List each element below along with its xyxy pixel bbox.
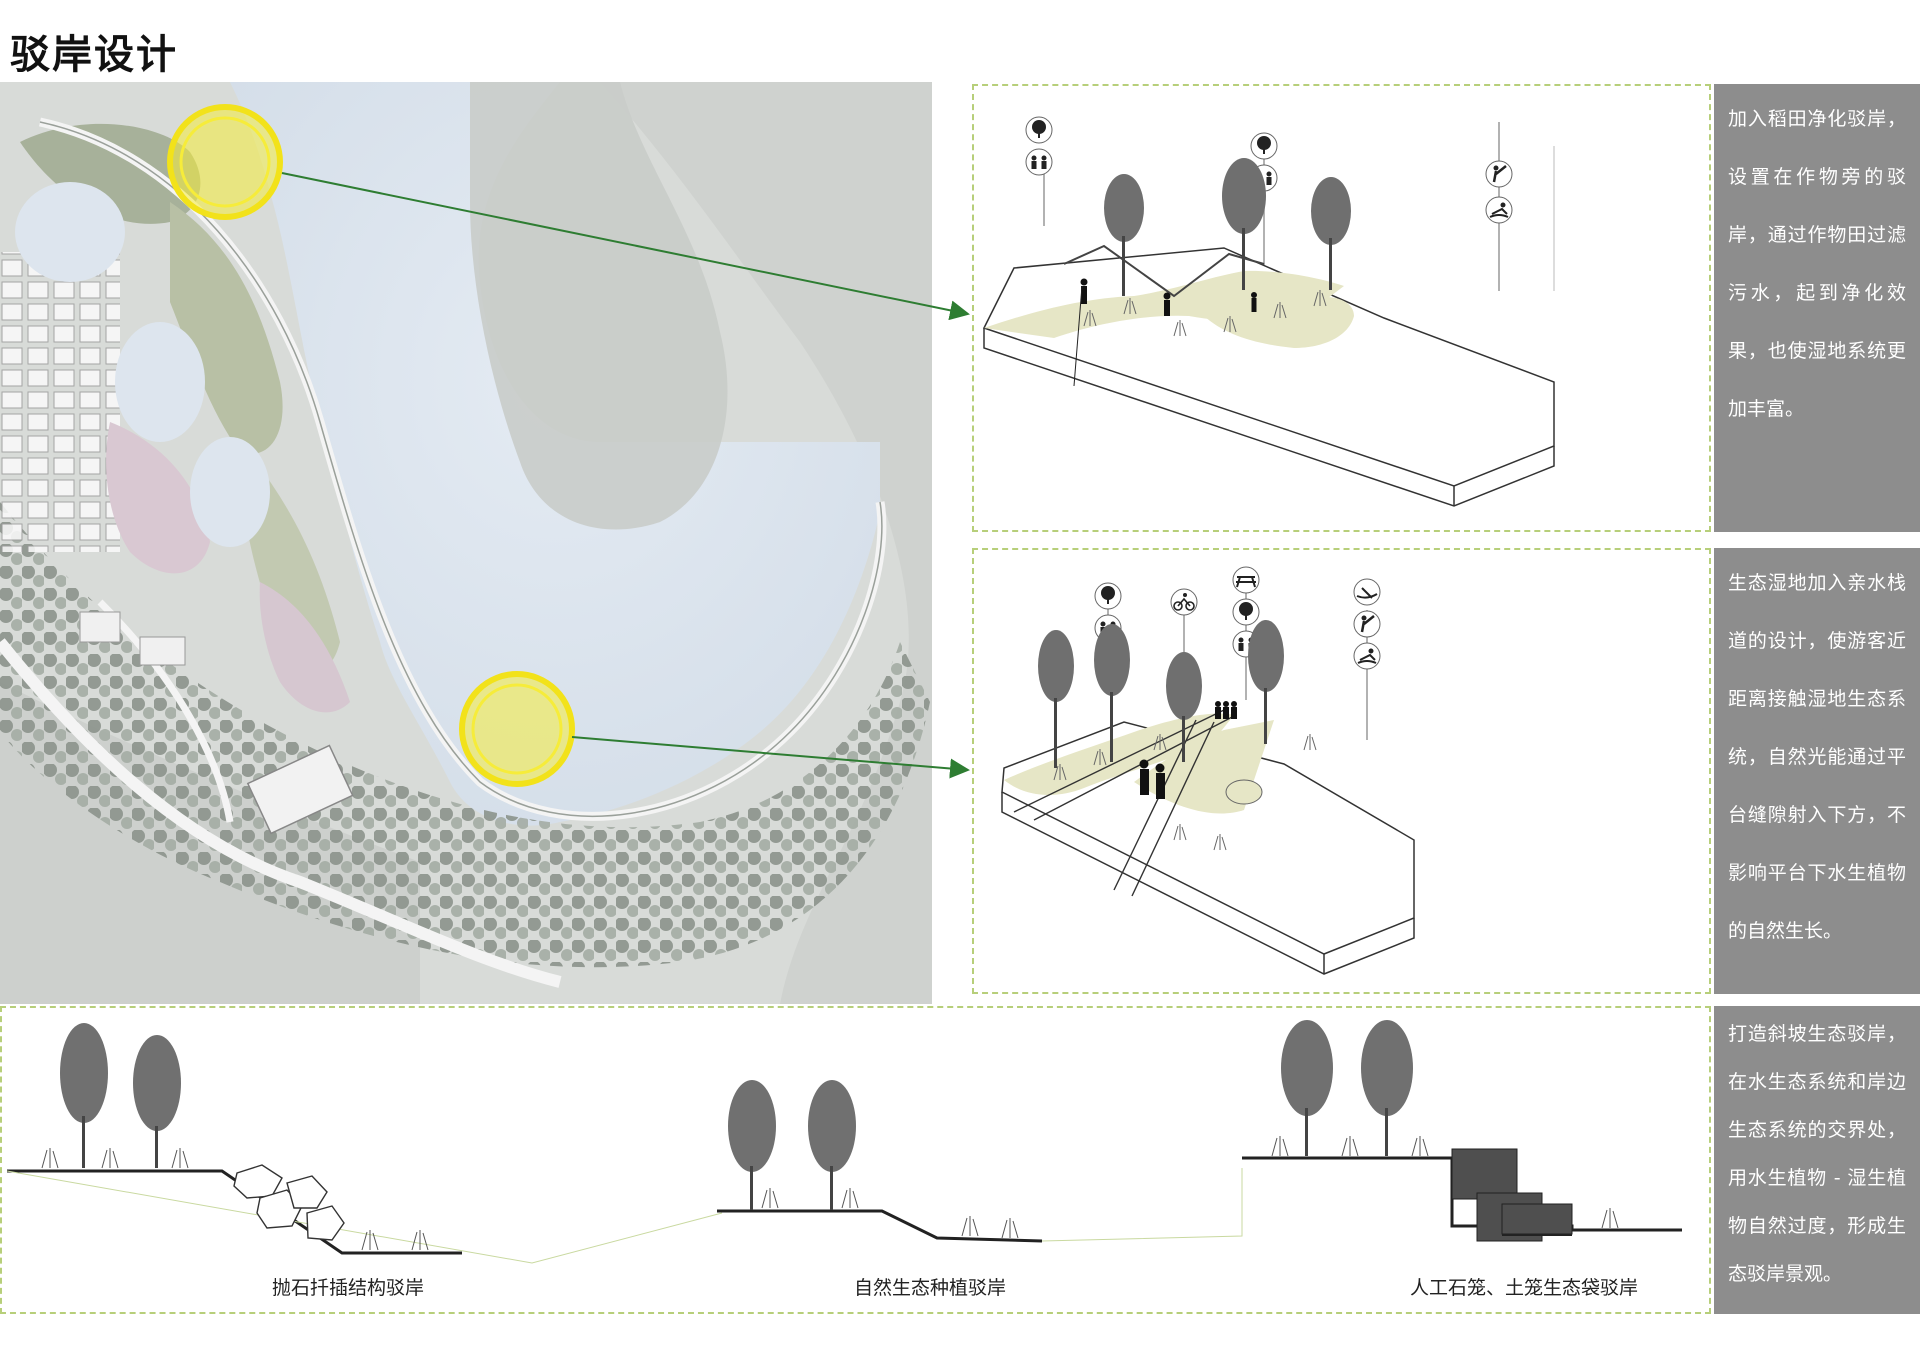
riverbank-panel-boardwalk	[972, 548, 1711, 994]
section-label-gabion: 人工石笼、土笼生态袋驳岸	[1410, 1277, 1639, 1299]
description-box-bottom: 打造斜坡生态驳岸，在水生态系统和岸边生态系统的交界处，用水生植物 - 湿生植物自…	[1714, 1006, 1920, 1314]
section-label-riprap: 抛石扦插结构驳岸	[272, 1277, 425, 1299]
people-icon	[1025, 148, 1053, 176]
tree-icon	[1094, 582, 1122, 610]
picnic-table-icon	[1232, 566, 1260, 594]
tree-icon	[1250, 132, 1278, 160]
riverbank-sections-panel: 抛石扦插结构驳岸 自然生态种植驳岸 人工石笼、土笼生态袋驳岸	[0, 1006, 1711, 1314]
callout-arrow-top	[281, 172, 970, 321]
kayak-icon	[1353, 578, 1381, 606]
description-box-top: 加入稻田净化驳岸，设置在作物旁的驳岸，通过作物田过滤污水，起到净化效果，也使湿地…	[1714, 84, 1920, 532]
riprap-section-drawing	[6, 1023, 723, 1264]
description-text-top: 加入稻田净化驳岸，设置在作物旁的驳岸，通过作物田过滤污水，起到净化效果，也使湿地…	[1728, 108, 1906, 420]
fishing-icon	[1485, 160, 1513, 188]
gabion-section-drawing	[1242, 1020, 1682, 1242]
description-box-middle: 生态湿地加入亲水栈道的设计，使游客近距离接触湿地生态系统，自然光能通过平台缝隙射…	[1714, 548, 1920, 994]
section-label-natural-planting: 自然生态种植驳岸	[854, 1277, 1007, 1299]
tree-icon	[1232, 598, 1260, 626]
page-title: 驳岸设计	[10, 32, 178, 78]
site-plan-map	[0, 82, 932, 1004]
tree-icon	[1025, 116, 1053, 144]
bicycle-icon	[1170, 588, 1198, 616]
callout-arrow-middle	[571, 736, 970, 779]
description-text-bottom: 打造斜坡生态驳岸，在水生态系统和岸边生态系统的交界处，用水生植物 - 湿生植物自…	[1728, 1023, 1906, 1285]
description-text-middle: 生态湿地加入亲水栈道的设计，使游客近距离接触湿地生态系统，自然光能通过平台缝隙射…	[1728, 572, 1906, 942]
swimming-icon	[1353, 642, 1381, 670]
swimming-icon	[1485, 196, 1513, 224]
fishing-icon	[1353, 610, 1381, 638]
natural-planting-section-drawing	[717, 1080, 1243, 1243]
riverbank-panel-rice-field	[972, 84, 1711, 532]
